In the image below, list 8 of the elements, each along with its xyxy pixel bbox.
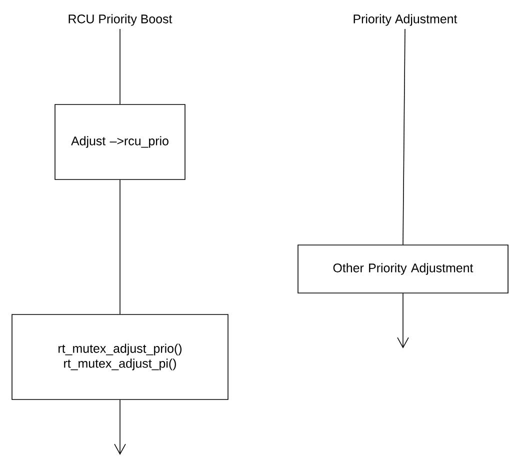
heading-text: Priority Adjustment xyxy=(354,14,458,26)
arrow xyxy=(114,400,126,455)
connector-line xyxy=(402,28,406,245)
process-box: Adjust –>rcu_prio xyxy=(54,104,186,180)
arrow xyxy=(397,293,409,348)
process-box: rt_mutex_adjust_prio() rt_mutex_adjust_pi() xyxy=(12,314,228,400)
process-box: Other Priority Adjustment xyxy=(298,244,508,294)
heading-text: RCU Priority Boost xyxy=(68,14,172,26)
